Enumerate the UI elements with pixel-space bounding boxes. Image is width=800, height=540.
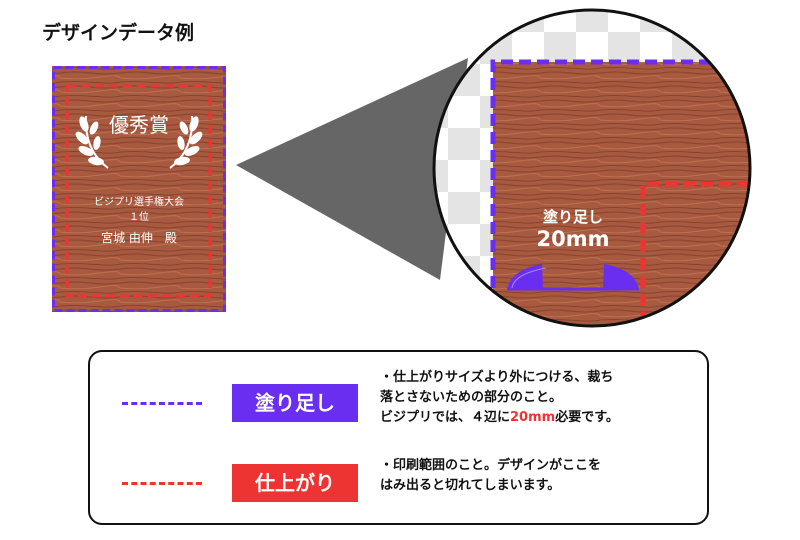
legend-trim-line	[122, 482, 202, 485]
plaque-award: 優秀賞	[109, 113, 169, 137]
legend-box: 塗り足し ・仕上がりサイズより外につける、裁ち 落とさないための部分のこと。 ビ…	[88, 350, 709, 525]
legend-bleed-badge: 塗り足し	[232, 384, 358, 422]
laurel-left-icon	[75, 115, 109, 169]
laurel-right-icon	[169, 115, 203, 169]
plaque-event: ビジプリ選手権大会	[94, 195, 184, 208]
zoom-trim-line	[640, 181, 750, 326]
zoom-circle: 塗り足し 20mm	[432, 8, 752, 328]
legend-bleed-description: ・仕上がりサイズより外につける、裁ち 落とさないための部分のこと。 ビジプリでは…	[380, 368, 619, 428]
plaque: 優秀賞 ビジプリ選手権大会 １位 宮城 由伸 殿	[52, 66, 226, 312]
legend-bleed-desc3a: ビジプリでは、４辺に	[380, 410, 511, 425]
plaque-bleed-line	[52, 66, 226, 312]
plaque-trim-line	[65, 84, 212, 298]
plaque-name: 宮城 由伸 殿	[101, 230, 177, 245]
legend-trim-desc-line1: ・印刷範囲のこと。デザインがここを	[380, 458, 602, 473]
zoom-bleed-line	[490, 59, 750, 326]
zoom-bleed-size: 20mm	[537, 227, 610, 251]
legend-bleed-desc3b: 20mm	[510, 410, 556, 425]
bleed-width-bracket	[507, 264, 639, 291]
legend-bleed-line	[122, 402, 202, 405]
plaque-rank: １位	[129, 210, 149, 223]
page-title: デザインデータ例	[42, 22, 195, 44]
zoom-cone	[236, 58, 468, 280]
legend-bleed-desc3c: 必要です。	[555, 410, 619, 425]
legend-bleed-desc-line3: ビジプリでは、４辺に20mm必要です。	[380, 408, 619, 428]
legend-trim-desc-line2: はみ出ると切れてしまいます。	[380, 478, 561, 493]
legend-bleed-desc-line1: ・仕上がりサイズより外につける、裁ち	[380, 370, 614, 385]
legend-trim-description: ・印刷範囲のこと。デザインがここを はみ出ると切れてしまいます。	[380, 456, 601, 496]
legend-bleed-desc-line2: 落とさないための部分のこと。	[380, 390, 563, 405]
design-diagram: 優秀賞 ビジプリ選手権大会 １位 宮城 由伸 殿 塗り足し 20mm	[52, 8, 752, 328]
zoom-bleed-label: 塗り足し	[543, 208, 603, 226]
legend-trim-badge: 仕上がり	[232, 464, 358, 502]
